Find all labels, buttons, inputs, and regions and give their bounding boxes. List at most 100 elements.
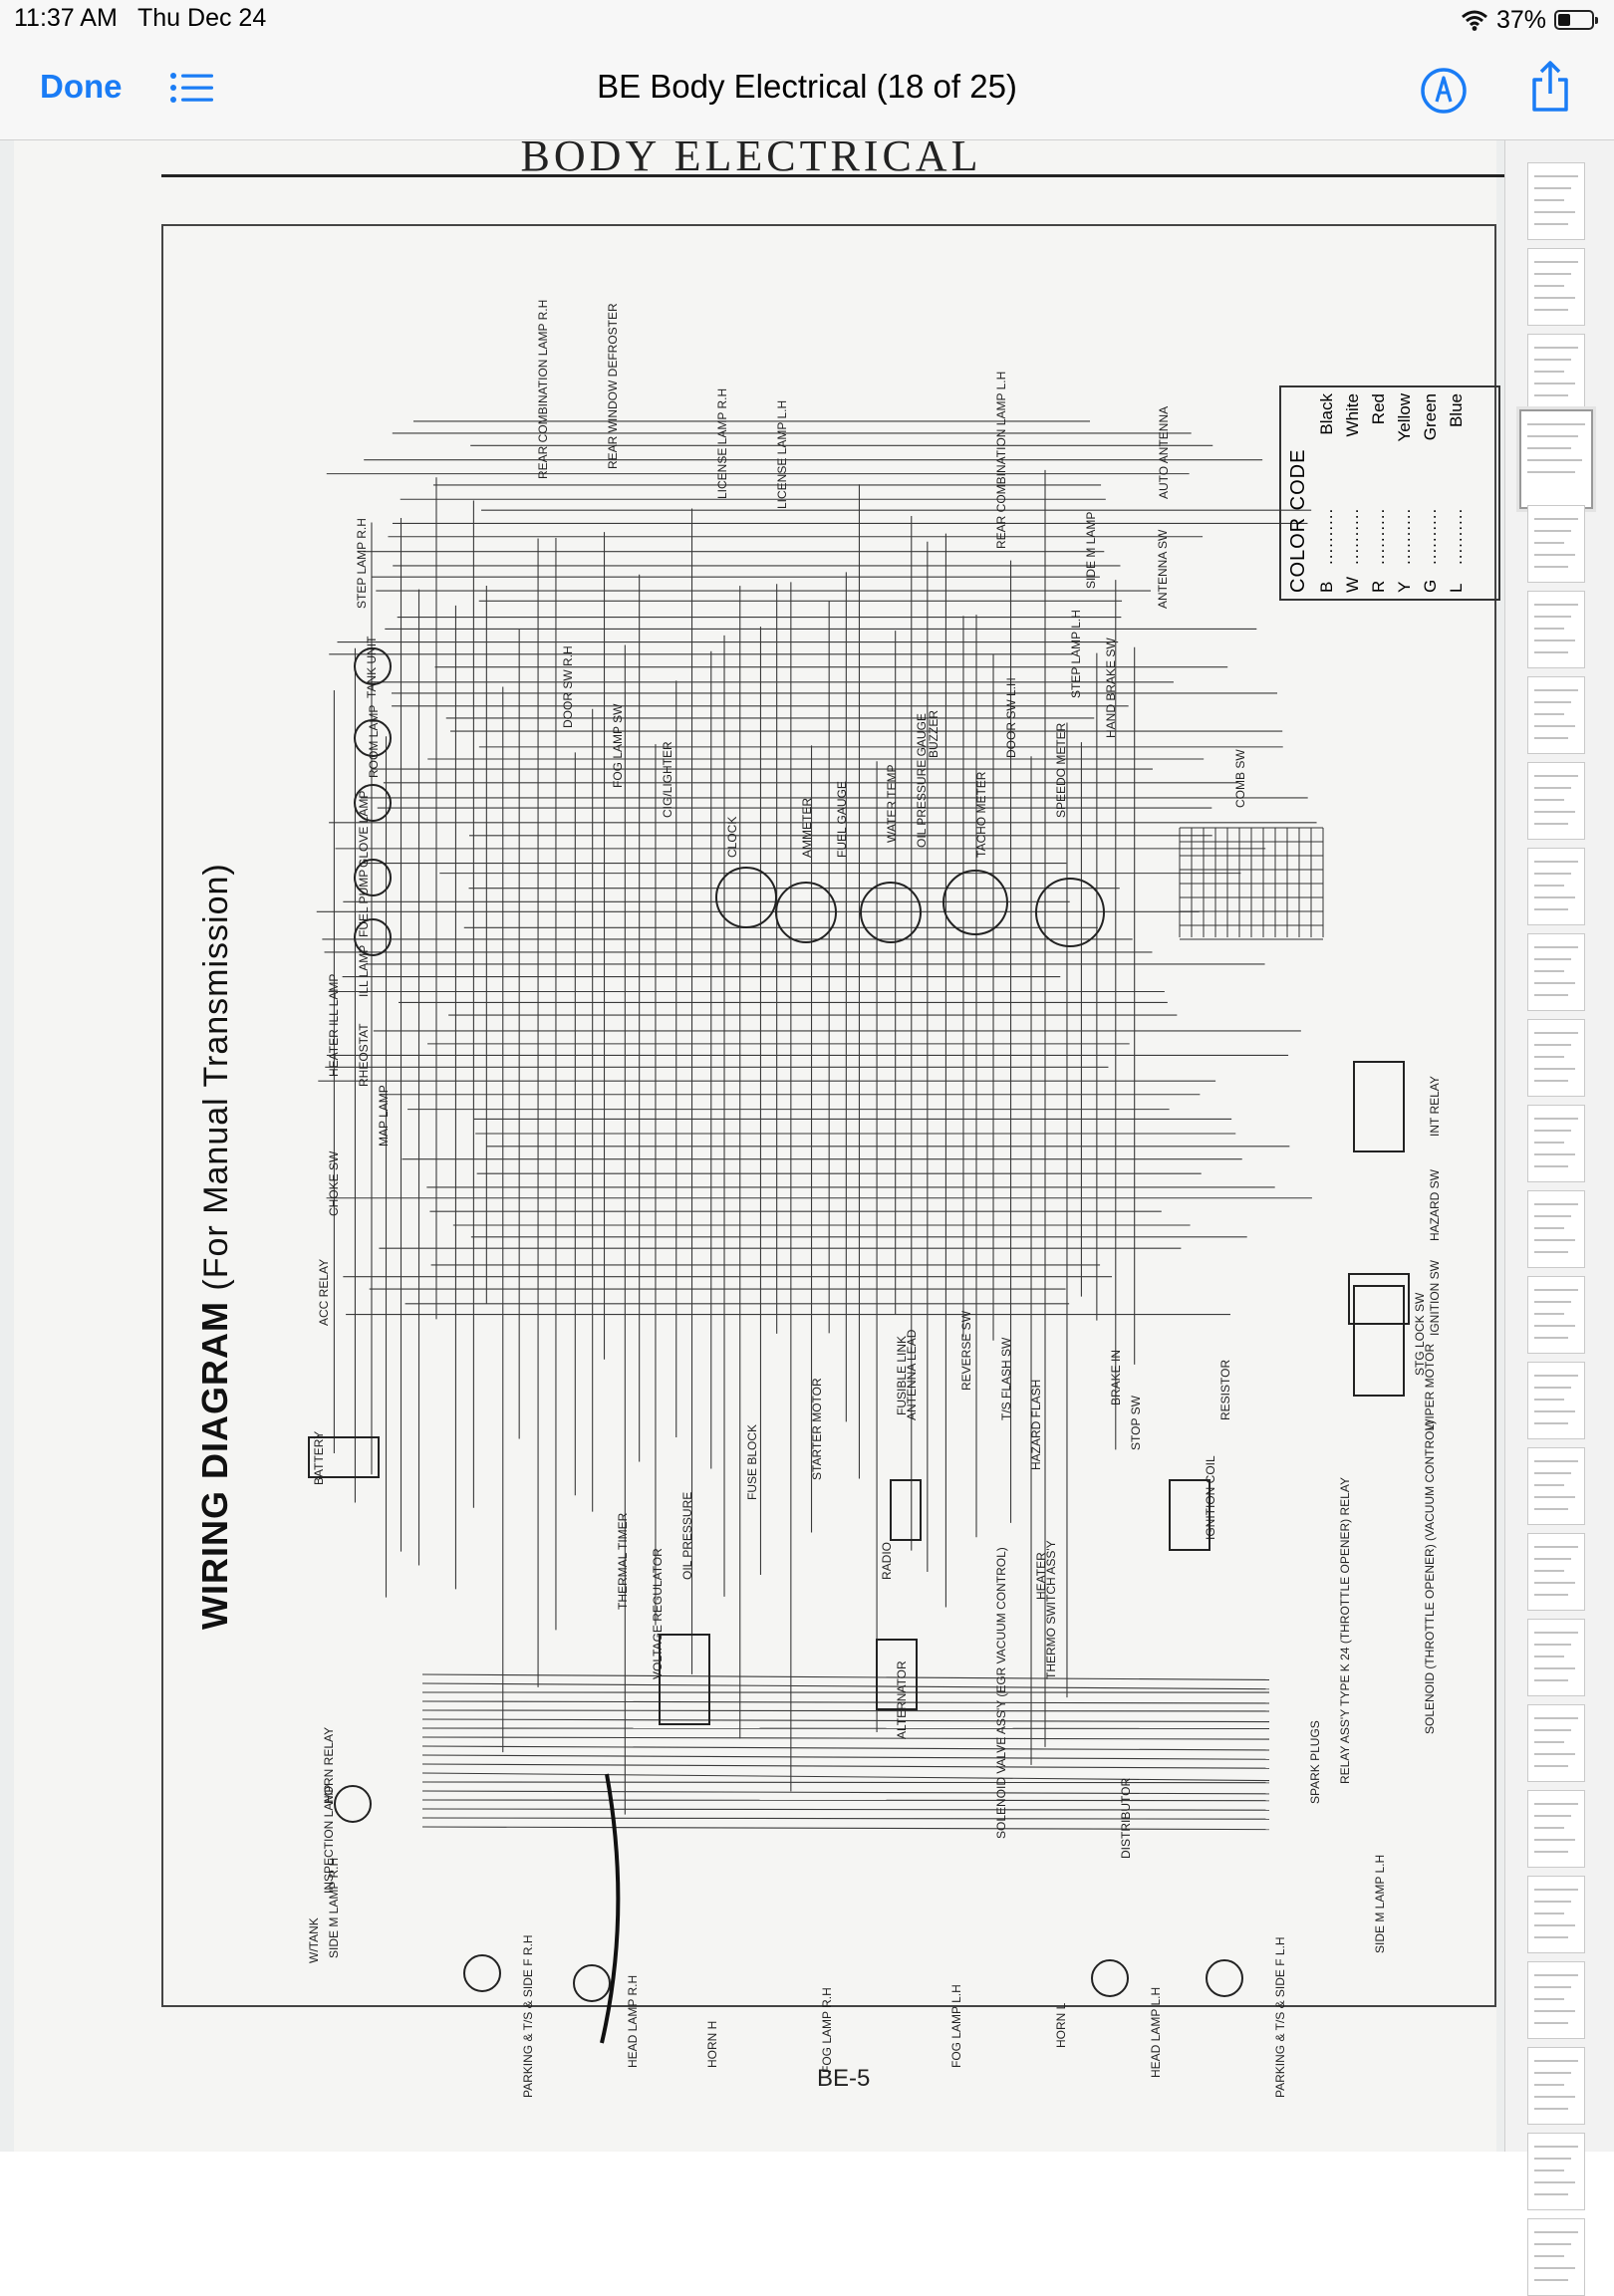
page-thumbnail[interactable]	[1527, 762, 1585, 840]
thumbnail-text-line	[1534, 775, 1578, 777]
thumbnail-text-line	[1534, 1889, 1578, 1891]
page-thumbnail[interactable]	[1527, 1961, 1585, 2039]
component-label: FUEL PUMP	[358, 870, 370, 937]
component-label: HEATER	[1035, 1552, 1047, 1600]
component-label: WATER TEMP	[886, 765, 898, 843]
thumbnail-text-line	[1534, 1508, 1568, 1510]
thumbnail-text-line	[1534, 823, 1568, 825]
component-label: RADIO	[881, 1542, 893, 1580]
page-thumbnail[interactable]	[1527, 1190, 1585, 1268]
page-thumbnail[interactable]	[1527, 848, 1585, 925]
thumbnail-text-line	[1534, 297, 1575, 299]
thumbnail-text-line	[1534, 2255, 1564, 2257]
thumbnail-text-line	[1534, 1546, 1578, 1548]
component-label: FOG LAMP R.H	[821, 1987, 833, 2073]
thumbnail-text-line	[1534, 1729, 1571, 1731]
component-label: HEAD LAMP L.H	[1150, 1987, 1162, 2078]
thumbnail-text-line	[1527, 471, 1575, 473]
battery-icon	[1554, 10, 1594, 30]
page-thumbnail[interactable]	[1527, 1533, 1585, 1611]
page-thumbnail[interactable]	[1527, 2133, 1585, 2210]
thumbnail-text-line	[1534, 359, 1571, 361]
page-thumbnail[interactable]	[1527, 933, 1585, 1011]
page-thumbnail[interactable]	[1527, 1619, 1585, 1696]
thumbnail-text-line	[1534, 787, 1571, 789]
document-viewer[interactable]: BODY ELECTRICAL WIRING DIAGRAM (For Manu…	[0, 140, 1504, 2152]
page-thumbnail[interactable]	[1527, 2047, 1585, 2125]
thumbnail-text-line	[1534, 1044, 1571, 1046]
component-label: REAR WINDOW DEFROSTER	[607, 303, 619, 469]
thumbnail-text-line	[1534, 1558, 1571, 1560]
thumbnail-text-line	[1534, 1936, 1568, 1938]
component-label: CIG/LIGHTER	[662, 741, 673, 818]
markup-icon[interactable]	[1419, 66, 1469, 116]
thumbnail-text-line	[1534, 2267, 1575, 2269]
component-label: AMMETER	[801, 798, 813, 858]
thumbnail-text-line	[1534, 347, 1578, 349]
thumbnail-text-line	[1534, 199, 1564, 201]
page-thumbnail[interactable]	[1527, 676, 1585, 754]
page-thumbnail[interactable]	[1527, 505, 1585, 583]
component-label: SIDE M LAMP	[1085, 512, 1097, 589]
thumbnail-text-line	[1534, 628, 1564, 630]
thumbnail-text-line	[1534, 2072, 1571, 2074]
page-thumbnail[interactable]	[1527, 1876, 1585, 1953]
battery-percent: 37%	[1496, 6, 1546, 35]
thumbnail-text-line	[1534, 1399, 1564, 1401]
status-right: 37%	[1461, 4, 1594, 36]
component-label: IGNITION SW	[1429, 1260, 1441, 1336]
thumbnail-text-line	[1527, 435, 1578, 437]
component-label: DOOR SW R.H	[562, 645, 574, 728]
page-thumbnail[interactable]	[1527, 591, 1585, 668]
thumbnail-text-line	[1534, 701, 1571, 703]
page-thumbnail[interactable]	[1527, 1704, 1585, 1782]
thumbnail-text-line	[1534, 371, 1564, 373]
thumbnail-text-line	[1534, 982, 1575, 984]
page-thumbnail[interactable]	[1527, 1362, 1585, 1439]
component-label: SIDE M LAMP L.H	[1374, 1855, 1386, 1953]
share-icon[interactable]	[1528, 60, 1572, 114]
page-thumbnail[interactable]	[1519, 409, 1593, 509]
battery-fill	[1558, 14, 1570, 26]
thumbnail-text-line	[1534, 2158, 1571, 2160]
thumbnail-text-line	[1534, 1080, 1568, 1082]
thumbnail-text-line	[1534, 737, 1568, 739]
component-label: BATTERY	[313, 1431, 325, 1485]
thumbnail-text-line	[1534, 994, 1568, 996]
color-code-row: W..........White	[1340, 393, 1366, 593]
page-thumbnail[interactable]	[1527, 1447, 1585, 1525]
page-thumbnail[interactable]	[1527, 1105, 1585, 1182]
page-thumbnail[interactable]	[1527, 162, 1585, 240]
page-thumbnail[interactable]	[1527, 1276, 1585, 1354]
component-label: HAND BRAKE SW	[1105, 638, 1117, 738]
thumbnail-sidebar[interactable]	[1504, 140, 1614, 2152]
thumbnail-text-line	[1534, 908, 1568, 910]
thumbnail-text-line	[1534, 1313, 1564, 1315]
component-label: STEP LAMP L.H	[1070, 610, 1082, 698]
component-label: FOG LAMP SW	[612, 704, 624, 788]
thumbnail-text-line	[1534, 2169, 1564, 2171]
thumbnail-text-line	[1534, 1215, 1571, 1217]
component-label: SPEEDO METER	[1055, 723, 1067, 818]
thumbnail-text-line	[1534, 1325, 1575, 1327]
diagram-title-main: WIRING DIAGRAM	[194, 1301, 235, 1630]
page-thumbnail[interactable]	[1527, 1019, 1585, 1097]
diagram-title: WIRING DIAGRAM (For Manual Transmission)	[194, 863, 236, 1630]
thumbnail-text-line	[1534, 2243, 1571, 2245]
color-code-row: R..........Red	[1366, 393, 1392, 593]
page-thumbnail[interactable]	[1527, 248, 1585, 326]
component-label: CLOCK	[726, 817, 738, 858]
component-label: FUSE BLOCK	[746, 1424, 758, 1500]
component-label: ALTERNATOR	[896, 1660, 908, 1739]
thumbnail-text-line	[1534, 1203, 1578, 1205]
page-thumbnail[interactable]	[1527, 1790, 1585, 1868]
component-label: ANTENNA SW	[1157, 530, 1169, 609]
component-label: INT RELAY	[1429, 1076, 1441, 1137]
page-thumbnail[interactable]	[1527, 2218, 1585, 2296]
thumbnail-text-line	[1534, 1913, 1564, 1914]
component-label: MAP LAMP	[378, 1085, 390, 1147]
page-thumbnail[interactable]	[1527, 334, 1585, 411]
thumbnail-text-line	[1534, 1056, 1564, 1058]
thumbnail-text-line	[1534, 542, 1564, 544]
thumbnail-text-line	[1534, 799, 1564, 801]
